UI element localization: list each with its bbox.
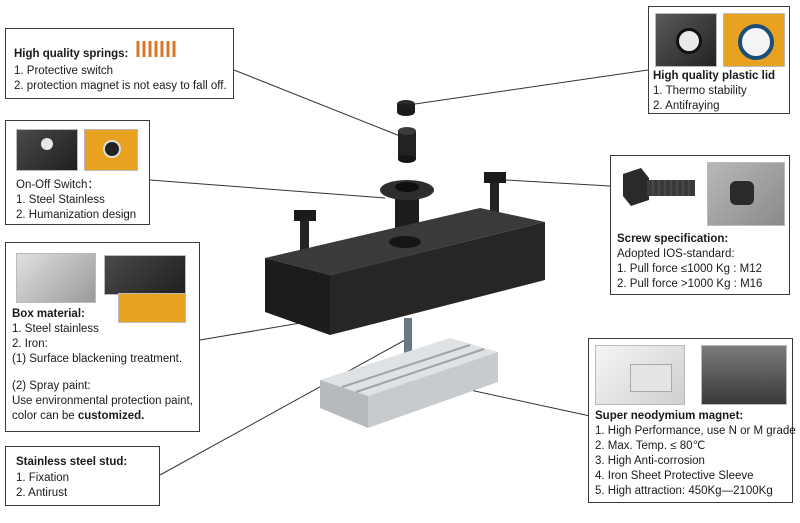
screw-line-1: Adopted IOS-standard: <box>617 248 735 260</box>
lid-line-2: 2. Antifraying <box>653 100 720 112</box>
box-material-line-5: (2) Spray paint: <box>12 380 91 392</box>
magnet-image-sleeve <box>701 345 787 405</box>
springs-line-2: 2. protection magnet is not easy to fall… <box>14 80 227 92</box>
screw-image <box>623 168 695 206</box>
onoff-image-black <box>16 129 78 171</box>
leader-screw <box>504 179 611 187</box>
stud-line-1: 1. Fixation <box>16 472 70 484</box>
screw-callout: Screw specification: Adopted IOS-standar… <box>610 155 790 295</box>
box-material-title: Box material: <box>12 308 85 320</box>
magnet-image-block <box>595 345 685 405</box>
springs-line-1: 1. Protective switch <box>14 65 114 77</box>
onoff-line-2: 2. Humanization design <box>16 209 137 221</box>
leader-onoff <box>149 179 386 199</box>
spring-image <box>136 41 176 57</box>
magnet-callout: Super neodymium magnet: 1. High Performa… <box>588 338 796 503</box>
screw-part-left <box>294 210 316 250</box>
magnet-line-2: 2. Max. Temp. ≤ 80℃ <box>595 440 706 452</box>
screw-line-3: 2. Pull force >1000 Kg : M16 <box>617 278 763 290</box>
stud-callout: Stainless steel stud: 1. Fixation 2. Ant… <box>5 446 160 506</box>
box-material-line-3: (1) Surface blackening treatment. <box>12 353 183 365</box>
screw-part-right <box>484 172 506 212</box>
magnet-line-1: 1. High Performance, use N or M grade <box>595 425 796 437</box>
springs-callout: High quality springs: 1. Protective swit… <box>5 28 234 99</box>
steel-plate-part <box>320 338 498 428</box>
magnet-line-4: 4. Iron Sheet Protective Sleeve <box>595 470 754 482</box>
box-image-steel <box>16 253 96 303</box>
lid-title: High quality plastic lid <box>653 70 776 82</box>
leader-springs <box>233 69 401 137</box>
box-image-black <box>104 255 186 295</box>
leader-magnet <box>469 389 591 417</box>
box-image-orange <box>118 293 186 323</box>
magnet-line-3: 3. High Anti-corrosion <box>595 455 705 467</box>
lid-callout: High quality plastic lid 1. Thermo stabi… <box>648 6 790 114</box>
sleeve-part <box>398 127 416 163</box>
black-box-part <box>265 208 545 335</box>
stud-title: Stainless steel stud: <box>16 456 128 468</box>
lid-image-2 <box>723 13 785 67</box>
plastic-lid-part <box>397 100 415 116</box>
screw-line-2: 1. Pull force ≤1000 Kg : M12 <box>617 263 763 275</box>
leader-stud <box>159 339 406 476</box>
lid-image-1 <box>655 13 717 67</box>
lid-line-1: 1. Thermo stability <box>653 85 747 97</box>
onoff-image-orange <box>84 129 138 171</box>
box-material-line-7: color can be customized. <box>12 410 145 422</box>
leader-lid <box>414 69 649 105</box>
onoff-callout: On-Off Switch： 1. Steel Stainless 2. Hum… <box>5 120 150 225</box>
stud-line-2: 2. Antirust <box>16 487 68 499</box>
box-material-line-1: 1. Steel stainless <box>12 323 99 335</box>
screw-title: Screw specification: <box>617 233 729 245</box>
onoff-title: On-Off Switch： <box>16 179 99 191</box>
box-material-line-2: 2. Iron: <box>12 338 48 350</box>
screw-installed-image <box>707 162 785 226</box>
magnet-title: Super neodymium magnet: <box>595 410 744 422</box>
onoff-line-1: 1. Steel Stainless <box>16 194 105 206</box>
magnet-line-5: 5. High attraction: 450Kg—2100Kg <box>595 485 773 497</box>
box-material-line-6: Use environmental protection paint, <box>12 395 193 407</box>
box-material-callout: Box material: 1. Steel stainless 2. Iron… <box>5 242 200 432</box>
springs-title: High quality springs: <box>14 48 129 60</box>
leader-lines <box>149 69 649 476</box>
